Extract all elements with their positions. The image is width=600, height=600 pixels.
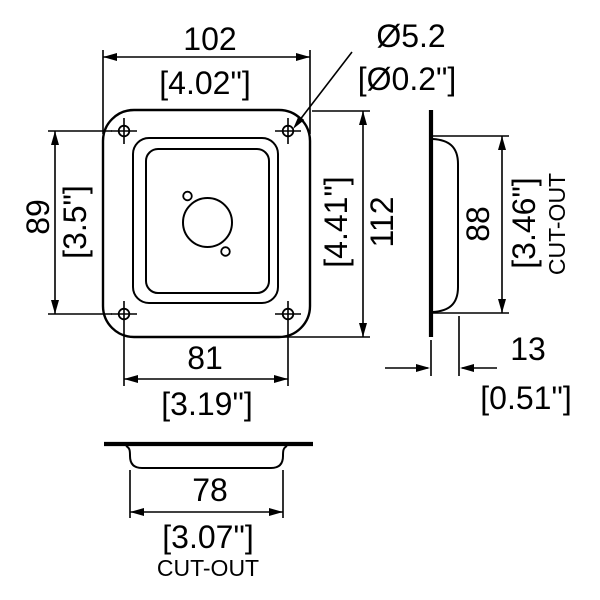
screw-hole-cross (111, 118, 137, 144)
arrowhead-left (130, 508, 144, 516)
plate-outline (101, 108, 312, 339)
dim-screw-spacing-h-inch: [3.19"] (161, 386, 252, 422)
front-view (101, 108, 312, 339)
dim-plate-width-inch: [4.02"] (159, 65, 250, 101)
recess-outer-outline (132, 137, 279, 304)
screw-hole-cross (275, 118, 301, 144)
dim-depth: 13 [0.51"] (385, 316, 572, 416)
cutout-label-bottom: CUT-OUT (157, 555, 259, 581)
dim-lines (129, 470, 284, 518)
dim-lines (48, 130, 112, 315)
dim-depth-inch: [0.51"] (480, 380, 571, 416)
dim-screw-spacing-vertical: 89 [3.5"] (20, 130, 112, 315)
arrowhead-left (124, 375, 138, 383)
dim-screw-spacing-horizontal: 81 [3.19"] (123, 327, 289, 422)
dish-profile (432, 138, 459, 313)
side-view (428, 110, 459, 337)
dim-cutout-width-inch: [3.07"] (162, 519, 253, 555)
bottom-view (104, 441, 313, 469)
arrowhead-bottom (359, 323, 367, 337)
corner-screw-hole-top-left (111, 118, 137, 144)
corner-screw-hole-bottom-left (111, 301, 137, 327)
dim-screw-hole-mm: Ø5.2 (376, 18, 445, 54)
arrowhead-right (274, 375, 288, 383)
arrowhead-top (359, 111, 367, 125)
dim-plate-height: [4.41"] 112 (280, 110, 400, 338)
arrowhead-right (269, 508, 283, 516)
connector-hole (182, 197, 233, 248)
dim-screw-spacing-h-mm: 81 (187, 340, 223, 376)
arrowhead-left (103, 53, 117, 61)
screw-hole-cross (275, 301, 301, 327)
leader-line (298, 51, 353, 122)
connector-screw-hole-top (182, 190, 193, 202)
dim-plate-height-inch: [4.41"] (318, 176, 354, 267)
dim-screw-hole-inch: [Ø0.2"] (358, 61, 457, 97)
leader-arrowhead (293, 115, 305, 129)
dim-screw-spacing-v-mm: 89 (20, 199, 56, 235)
arrowhead-right (296, 53, 310, 61)
dim-lines (280, 110, 370, 338)
dim-lines (102, 50, 311, 134)
screw-hole-cross (111, 301, 137, 327)
dim-depth-mm: 13 (510, 331, 546, 367)
recess-inner-outline (145, 148, 270, 294)
arrowhead-bottom (51, 300, 59, 314)
corner-screw-hole-top-right (275, 118, 301, 144)
dim-cutout-height-mm: 88 (460, 206, 496, 242)
dim-plate-height-mm: 112 (364, 196, 400, 247)
arrowhead-bottom (498, 299, 506, 313)
dim-cutout-width-mm: 78 (192, 472, 228, 508)
dim-screw-hole-diameter: Ø5.2 [Ø0.2"] (293, 18, 456, 129)
arrowhead-top (498, 136, 506, 150)
dish-section-profile (125, 445, 288, 469)
dim-plate-width-mm: 102 (183, 21, 236, 57)
dim-screw-spacing-v-inch: [3.5"] (57, 185, 93, 259)
arrowhead-right-pointing (416, 364, 430, 372)
dim-lines (385, 316, 497, 376)
corner-screw-hole-bottom-right (275, 301, 301, 327)
dim-lines (433, 135, 509, 314)
arrowhead-left-pointing (460, 364, 474, 372)
dim-cutout-height: 88 [3.46"] CUT-OUT (433, 135, 570, 314)
connector-screw-hole-bottom (220, 246, 231, 257)
dim-cutout-height-inch: [3.46"] (506, 177, 542, 268)
dim-cutout-width: 78 [3.07"] CUT-OUT (129, 470, 284, 581)
cutout-label-side: CUT-OUT (544, 173, 570, 275)
arrowhead-top (51, 131, 59, 145)
dim-lines (123, 327, 289, 386)
dim-plate-width: 102 [4.02"] (102, 21, 311, 134)
